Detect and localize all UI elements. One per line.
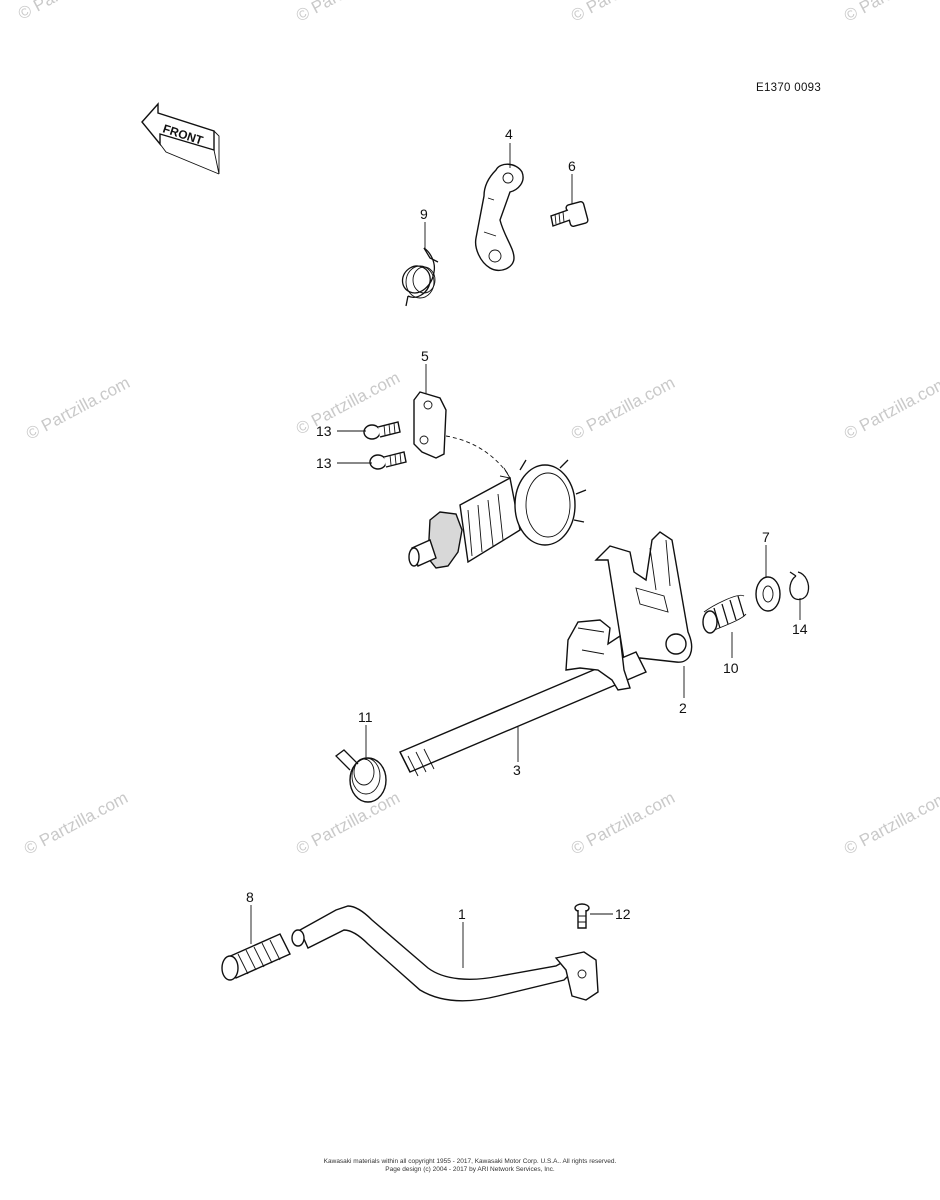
callout-4: 4: [505, 126, 513, 142]
part-14-circlip: [789, 571, 810, 601]
watermark: © Partzilla.com: [21, 788, 131, 859]
watermark: © Partzilla.com: [568, 373, 678, 444]
watermark: © Partzilla.com: [23, 373, 133, 444]
watermark: © Partzilla.com: [568, 788, 678, 859]
part-10-spring: [702, 594, 747, 634]
footer-line-2: Page design (c) 2004 - 2017 by ARI Netwo…: [385, 1166, 555, 1173]
part-12-bolt: [574, 903, 590, 929]
part-3-shaft: [399, 619, 647, 777]
callout-9: 9: [420, 206, 428, 222]
callout-13b: 13: [316, 455, 332, 471]
part-9-spring: [401, 247, 439, 307]
watermark: © Partzilla.com: [293, 788, 403, 859]
callout-13a: 13: [316, 423, 332, 439]
watermark: © Partzilla.com: [841, 788, 940, 859]
part-8-pedal-rubber: [221, 933, 291, 981]
footer-line-1: Kawasaki materials within all copyright …: [323, 1158, 617, 1165]
watermark: © Partzilla.com: [15, 0, 125, 24]
part-5-holder-plate: [413, 391, 511, 479]
callout-7: 7: [762, 529, 770, 545]
watermark: © Partzilla.com: [841, 0, 940, 26]
watermark: © Partzilla.com: [568, 0, 678, 26]
callout-6: 6: [568, 158, 576, 174]
front-arrow-icon: FRONT: [141, 102, 220, 175]
watermark: © Partzilla.com: [293, 0, 403, 26]
diagram-code: E1370 0093: [756, 82, 822, 94]
copyright-footer: Kawasaki materials within all copyright …: [0, 1158, 940, 1174]
callout-2: 2: [679, 700, 687, 716]
shift-drum: [408, 459, 587, 569]
part-11-spring: [335, 749, 387, 803]
callout-1: 1: [458, 906, 466, 922]
callout-12: 12: [615, 906, 631, 922]
part-1-shift-pedal: [291, 905, 599, 1002]
callout-5: 5: [421, 348, 429, 364]
callout-3: 3: [513, 762, 521, 778]
callout-14: 14: [792, 621, 808, 637]
part-7-washer: [755, 576, 781, 612]
watermark: © Partzilla.com: [841, 373, 940, 444]
callout-8: 8: [246, 889, 254, 905]
callout-10: 10: [723, 660, 739, 676]
callout-11: 11: [358, 709, 373, 725]
part-2-change-lever: [594, 531, 693, 663]
part-4-lever-plate: [474, 163, 524, 272]
part-13-screws: [363, 421, 407, 470]
leader-lines: [250, 143, 801, 968]
part-6-bolt: [550, 201, 589, 227]
callouts: 4 6 9 5 13 13 7 14 10 2 11 3 8 1 12: [246, 126, 808, 922]
